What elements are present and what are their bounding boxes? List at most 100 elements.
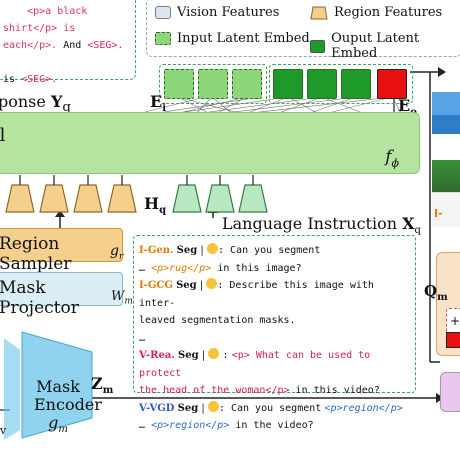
gr-label: gr bbox=[110, 243, 123, 262]
xq-symbol: X bbox=[402, 214, 415, 233]
seg-word: Seg bbox=[176, 280, 197, 291]
mask-encoder-label: Mask Encoder gm bbox=[34, 377, 102, 439]
seg-token-text: <SEG>. bbox=[21, 74, 58, 85]
wm-subscript: m bbox=[124, 296, 133, 307]
instruction-text: : bbox=[222, 350, 229, 361]
f-phi-label: fϕ bbox=[385, 147, 399, 169]
seg-token-text: <SEG>. bbox=[87, 40, 124, 51]
instruction-line: V-Rea. Seg | : <p> What can be used to p… bbox=[139, 348, 371, 379]
instruction-text: : Can you segment bbox=[218, 402, 322, 414]
response-subscript: q bbox=[62, 100, 71, 116]
output-latent-token bbox=[341, 69, 371, 99]
seg-output-token bbox=[377, 69, 407, 99]
instruction-text: in the video? bbox=[235, 420, 314, 431]
gm-subscript: m bbox=[58, 424, 68, 436]
mask-encoder-line2: Encoder bbox=[34, 395, 102, 414]
response-fragment: <p>a black shirt</p> is bbox=[3, 6, 88, 34]
instruction-line: … <p>rug</p> in this image? bbox=[139, 260, 415, 278]
response-line-4: is <SEG>. bbox=[3, 71, 135, 88]
instruction-phrase: <p>region</p> bbox=[324, 402, 403, 414]
wm-label: Wm bbox=[111, 289, 133, 307]
instruction-phrase: <p>region</p> bbox=[151, 420, 230, 431]
output-image-thumb-2 bbox=[432, 160, 460, 192]
output-image-thumb-3: I- bbox=[432, 192, 460, 227]
region-feature bbox=[5, 184, 35, 213]
instruction-phrase: <p>rug</p> bbox=[151, 262, 212, 274]
instruction-line: I-Gen. Seg | : Can you segment bbox=[139, 243, 321, 256]
region-swatch bbox=[310, 6, 328, 19]
llm-block: el fϕ bbox=[0, 112, 420, 174]
region-sampler: Region Sampler bbox=[0, 228, 123, 274]
output-latent-swatch bbox=[310, 39, 326, 53]
response-line-1: <p>a black shirt</p> is bbox=[3, 3, 135, 37]
gr-subscript: r bbox=[118, 251, 124, 262]
instruction-line: … <p>region</p> in the video? bbox=[139, 417, 415, 435]
emoji-icon bbox=[206, 278, 218, 289]
instruction-line: the head of the woman</p> in this video? bbox=[139, 382, 415, 400]
legend-vision-label: Vision Features bbox=[177, 5, 280, 20]
zm-subscript: m bbox=[102, 385, 114, 397]
gr-symbol: g bbox=[110, 243, 119, 259]
mask-encoder-shape bbox=[4, 331, 93, 440]
xq-subscript: q bbox=[414, 225, 421, 237]
mask-projector: Mask Projector bbox=[0, 272, 123, 318]
legend-vision: Vision Features bbox=[155, 5, 279, 20]
seg-word: Seg bbox=[176, 245, 198, 256]
instruction-line: leaved segmentation masks. bbox=[139, 312, 415, 330]
region-features-row bbox=[5, 175, 137, 213]
gm-label: gm bbox=[34, 414, 82, 439]
ellipsis: … bbox=[139, 420, 146, 431]
task-tag-vrea: V-Rea. bbox=[139, 350, 175, 361]
response-fragment: And bbox=[63, 40, 82, 51]
left-v-label: v bbox=[0, 424, 7, 437]
qm-label: Qm bbox=[424, 282, 448, 303]
legend-output-latent-label: Ouput Latent Embed bbox=[331, 31, 420, 61]
hq-subscript: q bbox=[159, 205, 167, 217]
i-task-label: I- bbox=[434, 207, 443, 220]
language-feature bbox=[172, 184, 202, 213]
instruction-text: leaved segmentation masks. bbox=[139, 315, 296, 326]
region-feature bbox=[73, 184, 103, 213]
region-sampler-label: Region Sampler bbox=[0, 234, 72, 274]
instruction-phrase: the head of the woman</p> bbox=[139, 385, 290, 396]
emoji-icon bbox=[206, 243, 218, 254]
mask-encoder-line1: Mask bbox=[36, 377, 80, 396]
instruction-text: : Can you segment bbox=[217, 245, 321, 256]
language-feature bbox=[205, 184, 235, 213]
instruction-phrase: <p> What can be used to protect bbox=[139, 350, 371, 379]
seg-query-token bbox=[446, 332, 460, 348]
instruction-examples-box: I-Gen. Seg | : Can you segment … <p>rug<… bbox=[133, 235, 416, 431]
task-tag-vvgd: V-VGD bbox=[139, 402, 175, 414]
language-features-row bbox=[172, 175, 268, 213]
response-line-2: each</p>. And <SEG>. bbox=[3, 37, 135, 54]
input-latent-group bbox=[159, 64, 267, 104]
input-latent-token bbox=[198, 69, 228, 99]
output-latent-group bbox=[269, 64, 413, 104]
output-image-thumb-1 bbox=[432, 92, 460, 134]
emoji-icon bbox=[207, 400, 219, 412]
input-latent-token bbox=[164, 69, 194, 99]
f-phi-subscript: ϕ bbox=[391, 156, 400, 170]
instruction-text: in this video? bbox=[295, 385, 380, 396]
legend-region-label: Region Features bbox=[334, 5, 443, 20]
legend-output-latent: Ouput Latent Embed bbox=[310, 31, 460, 61]
legend-region: Region Features bbox=[310, 5, 442, 20]
response-text-box: <p>a black shirt</p> is each</p>. And <S… bbox=[0, 0, 136, 85]
legend: Vision Features Region Features Input La… bbox=[146, 0, 460, 61]
f-phi-symbol: f bbox=[385, 147, 392, 167]
input-latent-token bbox=[232, 69, 262, 99]
eo-symbol: E bbox=[398, 96, 411, 115]
instruction-line: I-GCG Seg | : Describe this image with i… bbox=[139, 278, 374, 309]
ei-label: Ei bbox=[150, 92, 166, 114]
instruction-line: V-VGD Seg | : Can you segment <p>region<… bbox=[139, 400, 403, 414]
response-label: ponse Yq bbox=[0, 92, 71, 115]
hq-label: Hq bbox=[144, 194, 166, 216]
language-feature bbox=[238, 184, 268, 213]
output-latent-token bbox=[273, 69, 303, 99]
ellipsis: … bbox=[139, 262, 146, 274]
zm-symbol: Z bbox=[91, 374, 103, 393]
gm-symbol: g bbox=[48, 413, 59, 432]
response-fragment: is bbox=[3, 74, 16, 85]
emoji-icon bbox=[208, 348, 220, 359]
wm-symbol: W bbox=[111, 289, 125, 304]
